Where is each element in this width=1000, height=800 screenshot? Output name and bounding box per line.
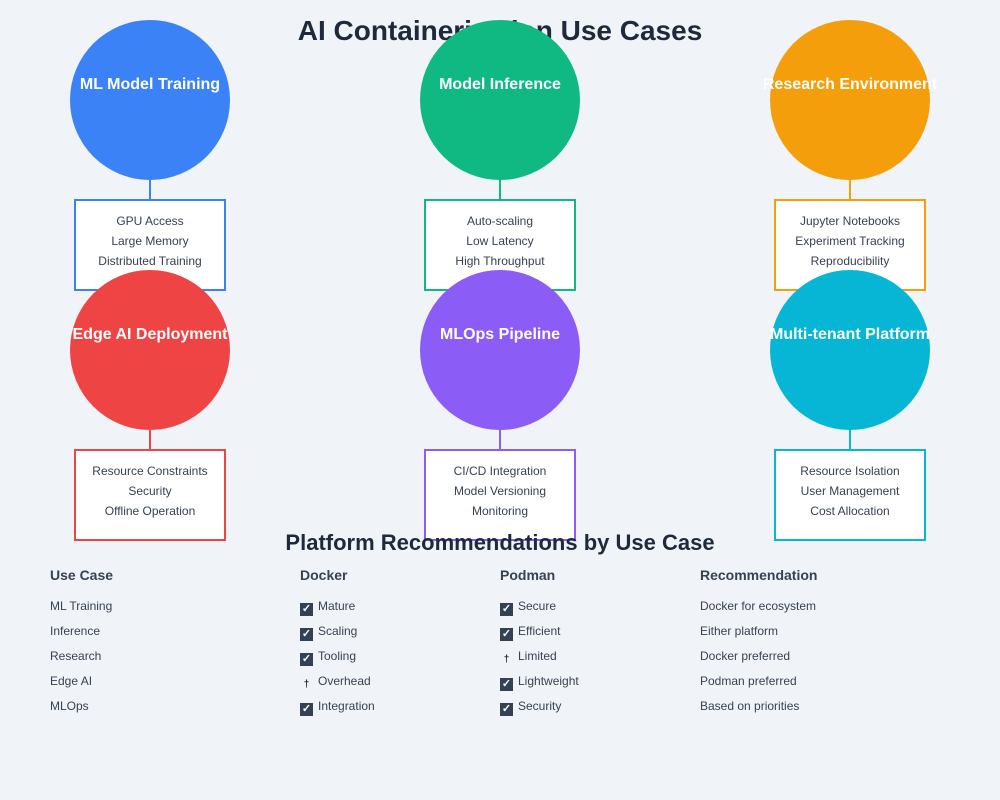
use-case-label: Research Environment	[762, 76, 938, 93]
cell-text: Lightweight	[518, 674, 579, 688]
check-icon: ✓	[300, 603, 313, 616]
use-case-label: Edge AI Deployment	[72, 326, 228, 343]
feature-item: Model Versioning	[453, 484, 547, 498]
connector-line	[499, 180, 501, 200]
cell-docker: ✓ Mature	[300, 598, 355, 616]
header-podman: Podman	[500, 567, 556, 583]
cell-use-case: Inference	[50, 624, 101, 638]
feature-item: User Management	[800, 484, 900, 498]
cell-recommendation: Podman preferred	[700, 674, 797, 688]
feature-item: Security	[128, 484, 172, 498]
use-case-circle: Research Environment	[763, 20, 937, 180]
cell-use-case: Research	[50, 649, 102, 663]
feature-item: Offline Operation	[104, 504, 196, 518]
header-recommendation: Recommendation	[700, 567, 818, 583]
warning-icon: †	[303, 679, 310, 690]
check-icon: ✓	[500, 703, 513, 716]
header-use-case: Use Case	[50, 567, 114, 583]
feature-item: Distributed Training	[98, 254, 202, 268]
cell-recommendation: Either platform	[700, 624, 779, 638]
feature-item: Resource Isolation	[800, 464, 900, 478]
connector-line	[499, 430, 501, 450]
cell-text: Efficient	[518, 624, 561, 638]
use-case-label: MLOps Pipeline	[439, 326, 560, 343]
recommendations-title: Platform Recommendations by Use Case	[285, 530, 715, 555]
use-case-label: ML Model Training	[79, 76, 221, 93]
feature-item: Resource Constraints	[92, 464, 208, 478]
check-icon: ✓	[300, 703, 313, 716]
feature-item: Cost Allocation	[810, 504, 890, 518]
check-icon: ✓	[300, 653, 313, 666]
cell-docker: ✓ Scaling	[300, 623, 357, 641]
check-icon: ✓	[500, 628, 513, 641]
cell-use-case: Edge AI	[50, 674, 93, 688]
check-icon: ✓	[300, 628, 313, 641]
warning-icon: †	[503, 654, 510, 665]
use-case-label: Model Inference	[439, 76, 561, 93]
cell-docker: ✓ Integration	[300, 698, 375, 716]
use-case-circle: MLOps Pipeline	[420, 270, 580, 430]
use-case-circle: Multi-tenant Platform	[770, 270, 930, 430]
cell-recommendation: Docker for ecosystem	[700, 599, 817, 613]
cell-podman: ✓ Efficient	[500, 623, 560, 641]
use-case-circle: ML Model Training	[70, 20, 230, 180]
cell-text: Scaling	[318, 624, 358, 638]
check-icon: ✓	[500, 678, 513, 691]
feature-item: GPU Access	[116, 214, 184, 228]
cell-text: Secure	[518, 599, 557, 613]
cell-podman: ✓ Lightweight	[500, 673, 579, 691]
cell-docker: ✓ Tooling	[300, 648, 356, 666]
cell-podman: ✓ Security	[500, 698, 561, 716]
use-case-label: Multi-tenant Platform	[770, 326, 930, 343]
check-icon: ✓	[500, 603, 513, 616]
cell-podman: † Limited	[500, 648, 557, 666]
feature-item: Jupyter Notebooks	[799, 214, 901, 228]
cell-text: Limited	[518, 649, 557, 663]
header-docker: Docker	[300, 567, 348, 583]
cell-docker: † Overhead	[300, 673, 371, 691]
use-case-circle: Edge AI Deployment	[70, 270, 230, 430]
cell-recommendation: Based on priorities	[700, 699, 800, 713]
connector-line	[849, 180, 851, 200]
connector-line	[849, 430, 851, 450]
cell-podman: ✓ Secure	[500, 598, 556, 616]
cell-recommendation: Docker preferred	[700, 649, 791, 663]
cell-text: Tooling	[318, 649, 357, 663]
use-case-circle: Model Inference	[420, 20, 580, 180]
feature-item: Reproducibility	[810, 254, 890, 268]
connector-line	[149, 430, 151, 450]
cell-text: Integration	[318, 699, 375, 713]
connector-line	[149, 180, 151, 200]
feature-item: Experiment Tracking	[795, 234, 905, 248]
cell-text: Security	[518, 699, 562, 713]
feature-item: Monitoring	[471, 504, 529, 518]
cell-text: Mature	[318, 599, 356, 613]
feature-item: Auto-scaling	[466, 214, 534, 228]
feature-item: Large Memory	[111, 234, 189, 248]
cell-use-case: MLOps	[50, 699, 89, 713]
cell-use-case: ML Training	[50, 599, 113, 613]
feature-item: Low Latency	[466, 234, 534, 248]
cell-text: Overhead	[318, 674, 371, 688]
feature-item: CI/CD Integration	[453, 464, 547, 478]
feature-item: High Throughput	[455, 254, 545, 268]
